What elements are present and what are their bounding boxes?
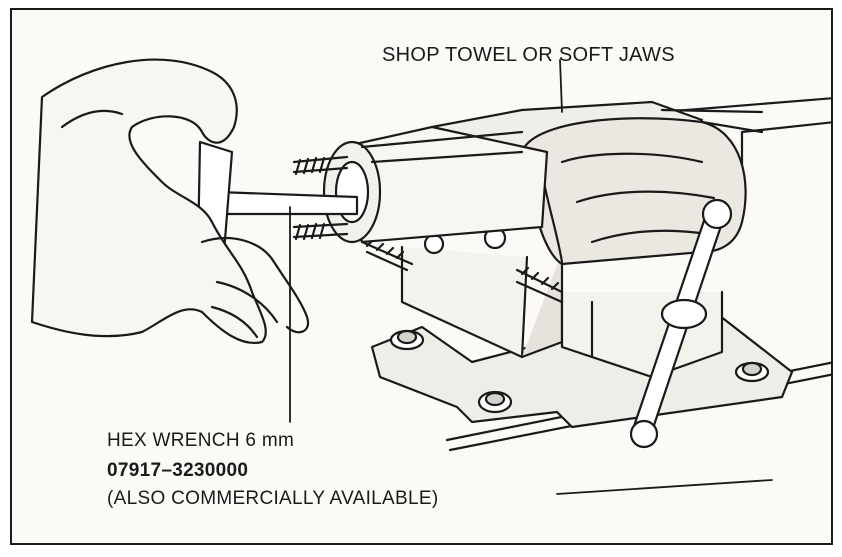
callout-leaders <box>289 59 773 495</box>
part-number-label: 07917–3230000 <box>107 460 249 481</box>
steering-rack-cylinder <box>322 108 764 244</box>
hand-holding-wrench <box>30 58 310 345</box>
vise-illustration <box>30 58 831 495</box>
figure-frame: SHOP TOWEL OR SOFT JAWS HEX WRENCH 6 mm … <box>10 8 833 545</box>
hex-wrench-label: HEX WRENCH 6 mm <box>107 430 295 451</box>
commercially-available-label: (ALSO COMMERCIALLY AVAILABLE) <box>107 488 439 509</box>
threaded-studs <box>292 155 349 241</box>
shop-towel-label: SHOP TOWEL OR SOFT JAWS <box>382 44 675 66</box>
vise-handle <box>629 198 733 449</box>
soft-jaws-towel <box>430 100 764 266</box>
